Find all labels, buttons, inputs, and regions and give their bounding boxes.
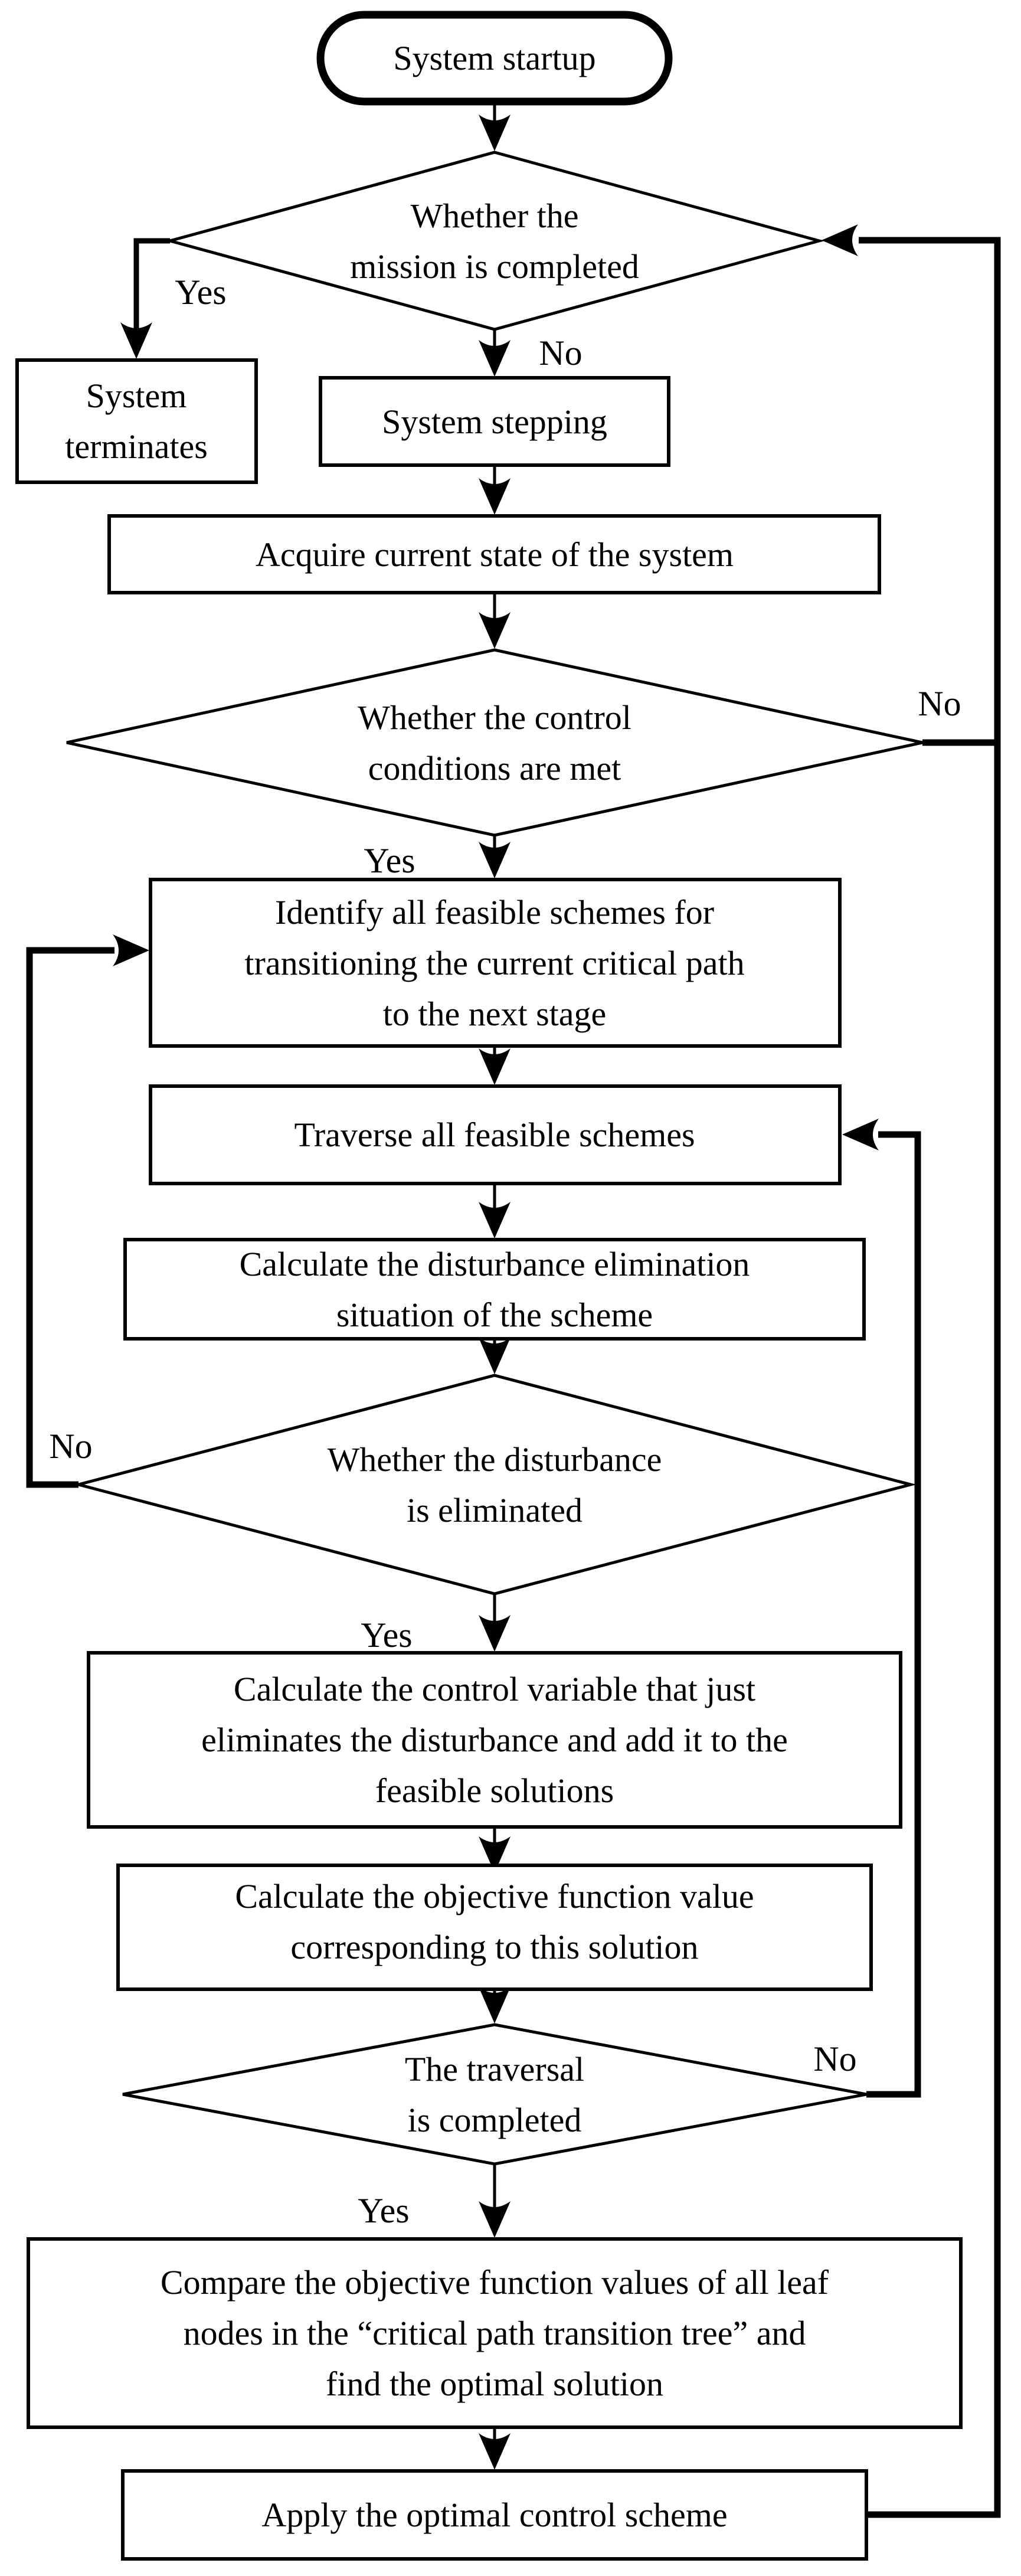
- node-control-check: Whether the control conditions are met: [66, 648, 923, 837]
- traversal-check-line1: The traversal: [405, 2050, 584, 2088]
- label-disturbance-no: No: [49, 1427, 92, 1466]
- edge-mission-yes: [133, 238, 170, 332]
- mission-check-line2: mission is completed: [350, 247, 639, 286]
- acquire-box-shape: [107, 514, 881, 594]
- edge-apply-loop-to-mission: [859, 237, 1001, 2518]
- label-control-no: No: [918, 684, 961, 723]
- connectors: [26, 102, 1001, 2518]
- edge-traversal-no-loop: [866, 1131, 921, 2098]
- compare-line3: find the optimal solution: [326, 2365, 663, 2403]
- mission-check-line1: Whether the: [410, 197, 578, 235]
- edge-disturbance-no-loop: [26, 947, 114, 1488]
- label-traversal-yes: Yes: [358, 2191, 409, 2230]
- calc-objective-line2: corresponding to this solution: [290, 1928, 698, 1966]
- node-calc-objective: Calculate the objective function value c…: [116, 1864, 873, 1991]
- disturbance-check-line1: Whether the disturbance: [328, 1440, 662, 1479]
- calc-objective-box-shape: [116, 1864, 873, 1991]
- traverse-box-shape: [149, 1084, 842, 1185]
- mission-check-diamond-shape: [164, 151, 825, 331]
- apply-box-shape: [121, 2469, 868, 2561]
- calc-control-line1: Calculate the control variable that just: [234, 1670, 755, 1708]
- edge-labels: Yes No Yes No Yes No Yes No: [49, 273, 961, 2230]
- identify-line2: transitioning the current critical path: [244, 944, 744, 982]
- start-label: System startup: [393, 39, 595, 77]
- node-traversal-check: The traversal is completed: [122, 2023, 867, 2166]
- control-check-diamond-shape: [66, 648, 923, 837]
- node-stepping: System stepping: [319, 376, 670, 467]
- start-terminator-shape: [316, 11, 673, 106]
- node-disturbance-check: Whether the disturbance is eliminated: [73, 1374, 917, 1596]
- label-mission-yes: Yes: [175, 273, 226, 312]
- traversal-check-diamond-shape: [122, 2023, 867, 2166]
- calc-control-line2: eliminates the disturbance and add it to…: [201, 1721, 788, 1759]
- calc-disturbance-line1: Calculate the disturbance elimination: [240, 1245, 750, 1283]
- calc-disturbance-box-shape: [123, 1238, 866, 1341]
- terminate-line2: terminates: [65, 427, 208, 466]
- identify-line1: Identify all feasible schemes for: [275, 893, 714, 931]
- calc-objective-line1: Calculate the objective function value: [235, 1877, 754, 1915]
- node-compare: Compare the objective function values of…: [27, 2237, 963, 2429]
- node-traverse: Traverse all feasible schemes: [149, 1084, 842, 1185]
- traverse-label: Traverse all feasible schemes: [294, 1116, 695, 1154]
- control-check-line2: conditions are met: [368, 749, 621, 787]
- label-mission-no: No: [539, 334, 582, 372]
- identify-box-shape: [149, 878, 842, 1048]
- label-traversal-no: No: [813, 2039, 856, 2078]
- terminate-box-shape: [15, 358, 258, 484]
- acquire-label: Acquire current state of the system: [256, 535, 734, 574]
- calc-control-box-shape: [87, 1651, 902, 1829]
- compare-line1: Compare the objective function values of…: [161, 2263, 829, 2302]
- node-terminate: System terminates: [15, 358, 258, 484]
- label-control-yes: Yes: [364, 841, 415, 880]
- node-acquire: Acquire current state of the system: [107, 514, 881, 594]
- calc-disturbance-line2: situation of the scheme: [336, 1296, 653, 1334]
- node-calc-disturbance: Calculate the disturbance elimination si…: [123, 1238, 866, 1341]
- compare-line2: nodes in the “critical path transition t…: [184, 2314, 806, 2352]
- identify-line3: to the next stage: [383, 995, 607, 1033]
- calc-control-line3: feasible solutions: [375, 1771, 614, 1810]
- node-apply: Apply the optimal control scheme: [121, 2469, 868, 2561]
- node-calc-control: Calculate the control variable that just…: [87, 1651, 902, 1829]
- node-start: System startup: [316, 11, 673, 106]
- terminate-line1: System: [86, 377, 187, 415]
- stepping-label: System stepping: [382, 403, 607, 441]
- apply-label: Apply the optimal control scheme: [261, 2496, 727, 2534]
- node-mission-check: Whether the mission is completed: [164, 151, 825, 331]
- control-check-line1: Whether the control: [358, 698, 631, 737]
- node-identify: Identify all feasible schemes for transi…: [149, 878, 842, 1048]
- label-disturbance-yes: Yes: [361, 1616, 412, 1655]
- disturbance-check-line2: is eliminated: [407, 1491, 583, 1529]
- stepping-box-shape: [319, 376, 670, 467]
- traversal-check-line2: is completed: [408, 2101, 582, 2139]
- compare-box-shape: [27, 2237, 963, 2429]
- disturbance-check-diamond-shape: [73, 1374, 917, 1596]
